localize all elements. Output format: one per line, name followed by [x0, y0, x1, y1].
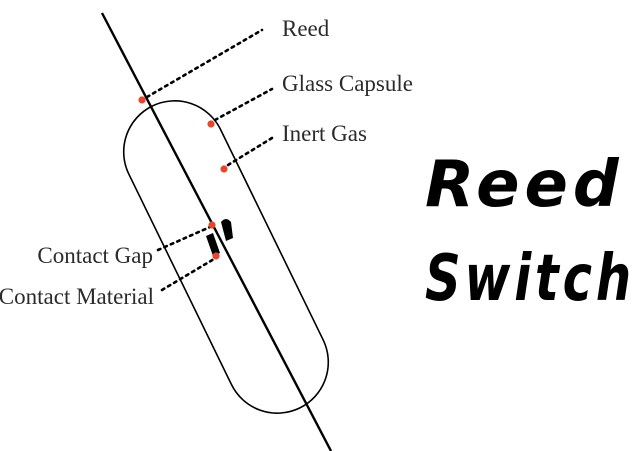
label-glass-capsule: Glass Capsule [282, 71, 413, 96]
title-line-2: Switch [425, 242, 635, 316]
leader-contact-material [160, 257, 216, 292]
leader-glass-capsule [213, 87, 274, 122]
label-contact-gap: Contact Gap [37, 243, 153, 268]
contact-material-marker [212, 252, 220, 260]
inert-gas-marker [220, 165, 228, 173]
leader-contact-gap [156, 225, 212, 252]
glass-capsule-marker [207, 120, 215, 128]
contact-gap-marker [208, 221, 216, 229]
label-contact-material: Contact Material [0, 284, 154, 309]
label-inert-gas: Inert Gas [282, 121, 367, 146]
contact-blade-upper [221, 219, 233, 241]
reed-wire [100, 12, 333, 451]
leader-reed [145, 28, 264, 99]
reed-marker [138, 96, 146, 104]
contact-blade-lower [206, 233, 220, 256]
title-line-1: Reed [425, 148, 624, 222]
label-reed: Reed [282, 16, 330, 41]
leader-inert-gas [226, 136, 274, 167]
